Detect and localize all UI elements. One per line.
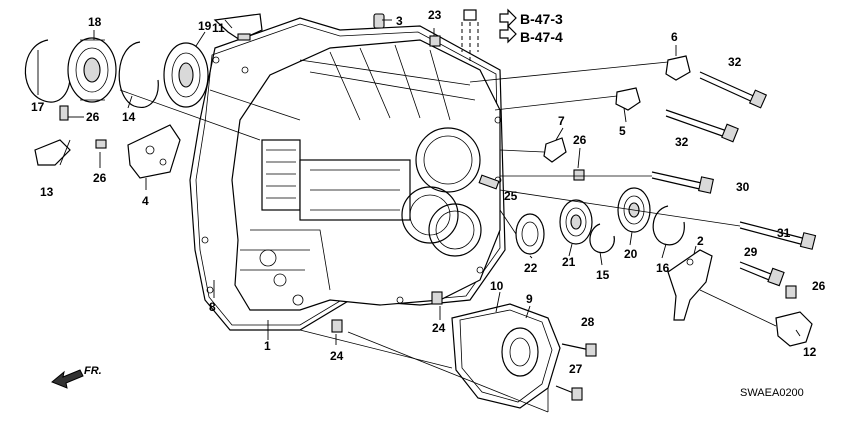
callout-2: 2: [697, 234, 704, 248]
callout-9: 9: [526, 292, 533, 306]
callout-16: 16: [656, 261, 670, 275]
leader-lines: [37, 19, 801, 413]
callout-18: 18: [88, 15, 102, 29]
callout-numbers: 1 2 3 4 5 6 7 8 9 10 11 12 13 14 15 16 1…: [31, 8, 826, 376]
callout-26-a: 26: [86, 110, 100, 124]
callout-32-b: 32: [675, 135, 689, 149]
callout-14: 14: [122, 110, 136, 124]
reference-arrow-icon: [499, 24, 517, 44]
callout-4: 4: [142, 194, 149, 208]
callout-8: 8: [209, 300, 216, 314]
callout-1: 1: [264, 339, 271, 353]
callout-28: 28: [581, 315, 595, 329]
callout-27: 27: [569, 362, 583, 376]
bearing-group-right: [478, 174, 685, 255]
callout-21: 21: [562, 255, 576, 269]
callout-29: 29: [744, 245, 758, 259]
bearing-group-left: [24, 37, 209, 108]
small-parts-top: [213, 9, 479, 62]
callout-7: 7: [558, 114, 565, 128]
callout-5: 5: [619, 124, 626, 138]
callout-26-d: 26: [812, 279, 826, 293]
callout-26-c: 26: [573, 133, 587, 147]
callout-19: 19: [198, 19, 212, 33]
bracket-left: [34, 105, 181, 179]
bolts-right: [543, 55, 817, 299]
reference-b-47-4[interactable]: B-47-4: [520, 29, 563, 45]
brackets-right: [667, 249, 813, 347]
front-direction-indicator: FR.: [51, 365, 102, 389]
front-arrow-icon: [51, 369, 84, 389]
callout-6: 6: [671, 30, 678, 44]
front-label: FR.: [84, 365, 102, 377]
callout-10: 10: [490, 279, 504, 293]
callout-11: 11: [212, 21, 225, 35]
callout-24-b: 24: [330, 349, 344, 363]
callout-26-b: 26: [93, 171, 107, 185]
reference-arrows: B-47-3 B-47-4: [499, 8, 563, 45]
reference-arrow-icon: [499, 8, 517, 28]
diagram-code: SWAEA0200: [740, 387, 804, 399]
callout-31: 31: [777, 226, 791, 240]
reference-b-47-3[interactable]: B-47-3: [520, 11, 563, 27]
callout-13: 13: [40, 185, 54, 199]
callout-12: 12: [803, 345, 817, 359]
callout-23: 23: [428, 8, 442, 22]
callout-30: 30: [736, 180, 750, 194]
callout-17: 17: [31, 100, 45, 114]
callout-20: 20: [624, 247, 638, 261]
callout-3: 3: [396, 14, 403, 28]
end-cover: [331, 291, 597, 409]
transmission-housing: [189, 13, 506, 331]
callout-32-a: 32: [728, 55, 742, 69]
callout-25: 25: [504, 189, 518, 203]
callout-24-a: 24: [432, 321, 446, 335]
callout-15: 15: [596, 268, 610, 282]
callout-22: 22: [524, 261, 538, 275]
